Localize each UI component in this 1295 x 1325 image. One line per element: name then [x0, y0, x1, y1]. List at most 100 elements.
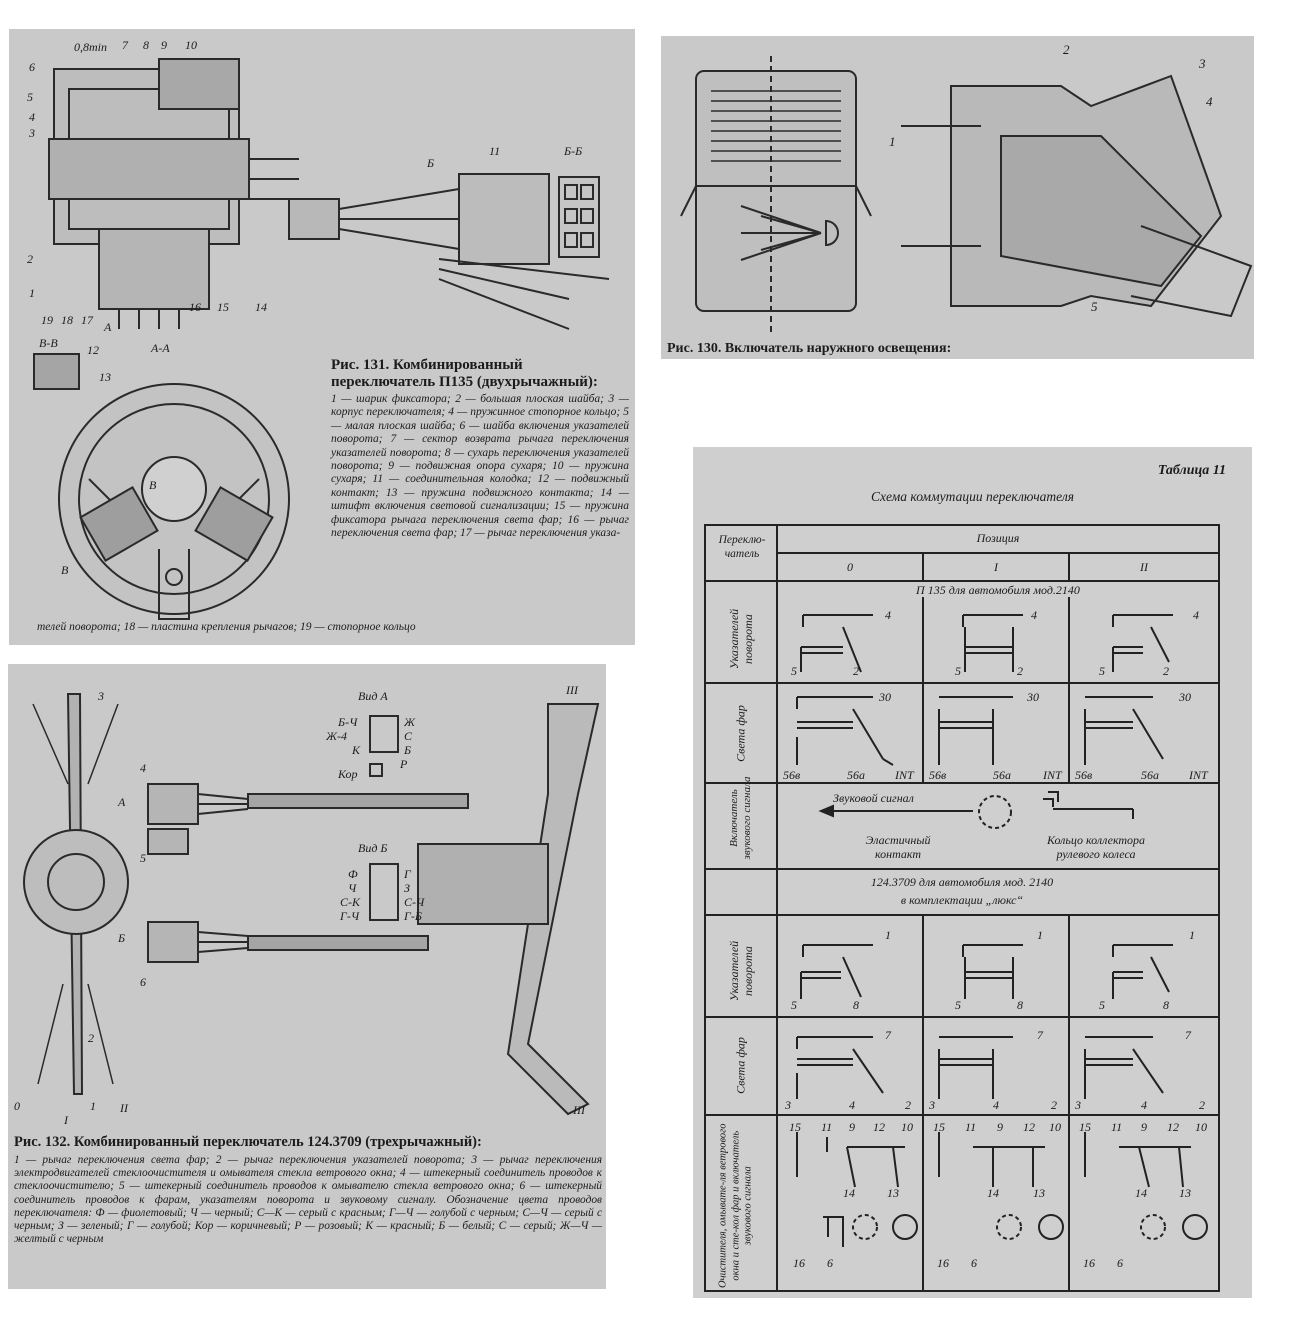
figure-132-title: Рис. 132. Комбинированный переключатель …	[14, 1134, 482, 1150]
callout-ii: II	[119, 1101, 129, 1115]
header-switch: Переклю-чатель	[718, 534, 766, 560]
term-7-p1: 7	[1037, 1028, 1044, 1042]
term-16-p1: 16	[937, 1256, 949, 1270]
position-0: 0	[847, 560, 853, 574]
callout-11: 11	[489, 144, 500, 158]
callout-4: 4	[140, 761, 146, 775]
term-4-p0: 4	[885, 608, 891, 622]
term-5-p0: 5	[791, 664, 797, 678]
switching-diagram-grid: 4 5 2 4 5 2 4 5 2 30 56в 56а INT 30 56в …	[704, 524, 1220, 1292]
wire-g-b: Г-Б	[403, 909, 422, 923]
figure-130-title: Рис. 130. Включатель наружного освещения…	[667, 341, 952, 356]
callout-v-2: В	[61, 563, 69, 577]
header-position: Позиция	[976, 531, 1020, 545]
term-11-p2: 11	[1111, 1120, 1122, 1134]
callout-7: 7	[122, 38, 129, 52]
row-turn-signals-2: Указателей поворота	[727, 940, 755, 1002]
label-vid-b: Вид Б	[358, 841, 387, 855]
term-10-p2: 10	[1195, 1120, 1207, 1134]
term-2b-p0: 2	[905, 1098, 911, 1112]
callout-a: А	[103, 320, 112, 334]
term-2b-p1: 2	[1051, 1098, 1057, 1112]
term-10-p0: 10	[901, 1120, 913, 1134]
wire-s: С	[404, 729, 413, 743]
collector-ring-label: Кольцо коллектора рулевого колеса	[1046, 833, 1146, 861]
term-1-p2: 1	[1189, 928, 1195, 942]
callout-5: 5	[1091, 299, 1098, 314]
term-56v-p2: 56в	[1075, 768, 1092, 782]
term-15-p0: 15	[789, 1120, 801, 1134]
term-4-p2: 4	[1193, 608, 1199, 622]
callout-iii-top: III	[565, 683, 579, 697]
callout-8: 8	[143, 38, 149, 52]
callout-b: Б	[117, 931, 125, 945]
term-9-p1: 9	[997, 1120, 1003, 1134]
term-2b-p2: 2	[1199, 1098, 1205, 1112]
term-3-p1: 3	[928, 1098, 935, 1112]
callout-0: 0	[14, 1099, 20, 1113]
term-12-p0: 12	[873, 1120, 885, 1134]
callout-3: 3	[97, 689, 104, 703]
row-wiper-horn: Очистителя, омывате-ля ветрового окна и …	[717, 1123, 754, 1288]
term-56v-p0: 56в	[783, 768, 800, 782]
wire-s-ch: С-Ч	[404, 895, 425, 909]
term-2-p0: 2	[853, 664, 859, 678]
callout-6: 6	[29, 60, 35, 74]
term-5b-p1: 5	[955, 998, 961, 1012]
section-124-line1: 124.3709 для автомобиля мод. 2140	[870, 875, 1054, 889]
figure-130-panel: 1 2 3 4 5 Рис. 130. Включатель наружного…	[661, 36, 1254, 359]
row-headlights-1: Света фар	[733, 705, 748, 762]
figure-131-panel: 0,8min 6 7 8 9 10 5 4 3 2 1 19 18 17 16 …	[9, 29, 635, 645]
term-4b-p2: 4	[1141, 1098, 1147, 1112]
term-5-p1: 5	[955, 664, 961, 678]
section-124-line2: в комплектации „люкс“	[900, 893, 1024, 907]
wire-g-ch: Г-Ч	[339, 909, 360, 923]
wire-b-ch: Б-Ч	[337, 715, 358, 729]
figure-131-legend-tail: телей поворота; 18 — пластина крепления …	[37, 621, 416, 633]
callout-1: 1	[889, 134, 896, 149]
callout-19: 19	[41, 313, 53, 327]
callout-b-b: Б-Б	[563, 144, 582, 158]
callout-5: 5	[27, 90, 33, 104]
term-7-p2: 7	[1185, 1028, 1192, 1042]
callout-4: 4	[29, 110, 35, 124]
term-8-p0: 8	[853, 998, 859, 1012]
figure-131-drawing: 0,8min 6 7 8 9 10 5 4 3 2 1 19 18 17 16 …	[27, 38, 610, 620]
callout-v: В	[149, 478, 157, 492]
callout-3: 3	[1198, 56, 1206, 71]
term-int-p0: INT	[894, 768, 915, 782]
term-5b-p0: 5	[791, 998, 797, 1012]
term-8-p1: 8	[1017, 998, 1023, 1012]
figure-132-legend: 1 — рычаг переключения света фар; 2 — ры…	[14, 1154, 602, 1246]
wire-b: Б	[403, 743, 411, 757]
term-9-p0: 9	[849, 1120, 855, 1134]
callout-3: 3	[28, 126, 35, 140]
wire-zh: Ж	[403, 715, 416, 729]
callout-10: 10	[185, 38, 197, 52]
label-vid-a: Вид А	[358, 689, 388, 703]
term-int-p2: INT	[1188, 768, 1209, 782]
term-10-p1: 10	[1049, 1120, 1061, 1134]
figure-130-drawing: 1 2 3 4 5	[680, 42, 1253, 336]
wire-r: Р	[399, 757, 408, 771]
callout-17: 17	[81, 313, 94, 327]
term-14-p2: 14	[1135, 1186, 1147, 1200]
figure-131-legend: 1 — шарик фиксатора; 2 — большая плоская…	[331, 393, 629, 540]
callout-2: 2	[1063, 42, 1070, 57]
term-16-p0: 16	[793, 1256, 805, 1270]
term-13-p0: 13	[887, 1186, 899, 1200]
term-5b-p2: 5	[1099, 998, 1105, 1012]
term-4b-p1: 4	[993, 1098, 999, 1112]
wire-z: З	[404, 881, 410, 895]
term-30-p0: 30	[878, 690, 891, 704]
term-6-p2: 6	[1117, 1256, 1123, 1270]
callout-4: 4	[1206, 94, 1213, 109]
term-56v-p1: 56в	[929, 768, 946, 782]
term-56a-p2: 56а	[1141, 768, 1159, 782]
callout-5: 5	[140, 851, 146, 865]
figure-132-panel: 3 4 5 6 2 1 I II 0 III III А Б Вид А Вид…	[8, 664, 606, 1289]
wire-s-k: С-К	[340, 895, 361, 909]
term-14-p1: 14	[987, 1186, 999, 1200]
term-1-p1: 1	[1037, 928, 1043, 942]
term-1-p0: 1	[885, 928, 891, 942]
